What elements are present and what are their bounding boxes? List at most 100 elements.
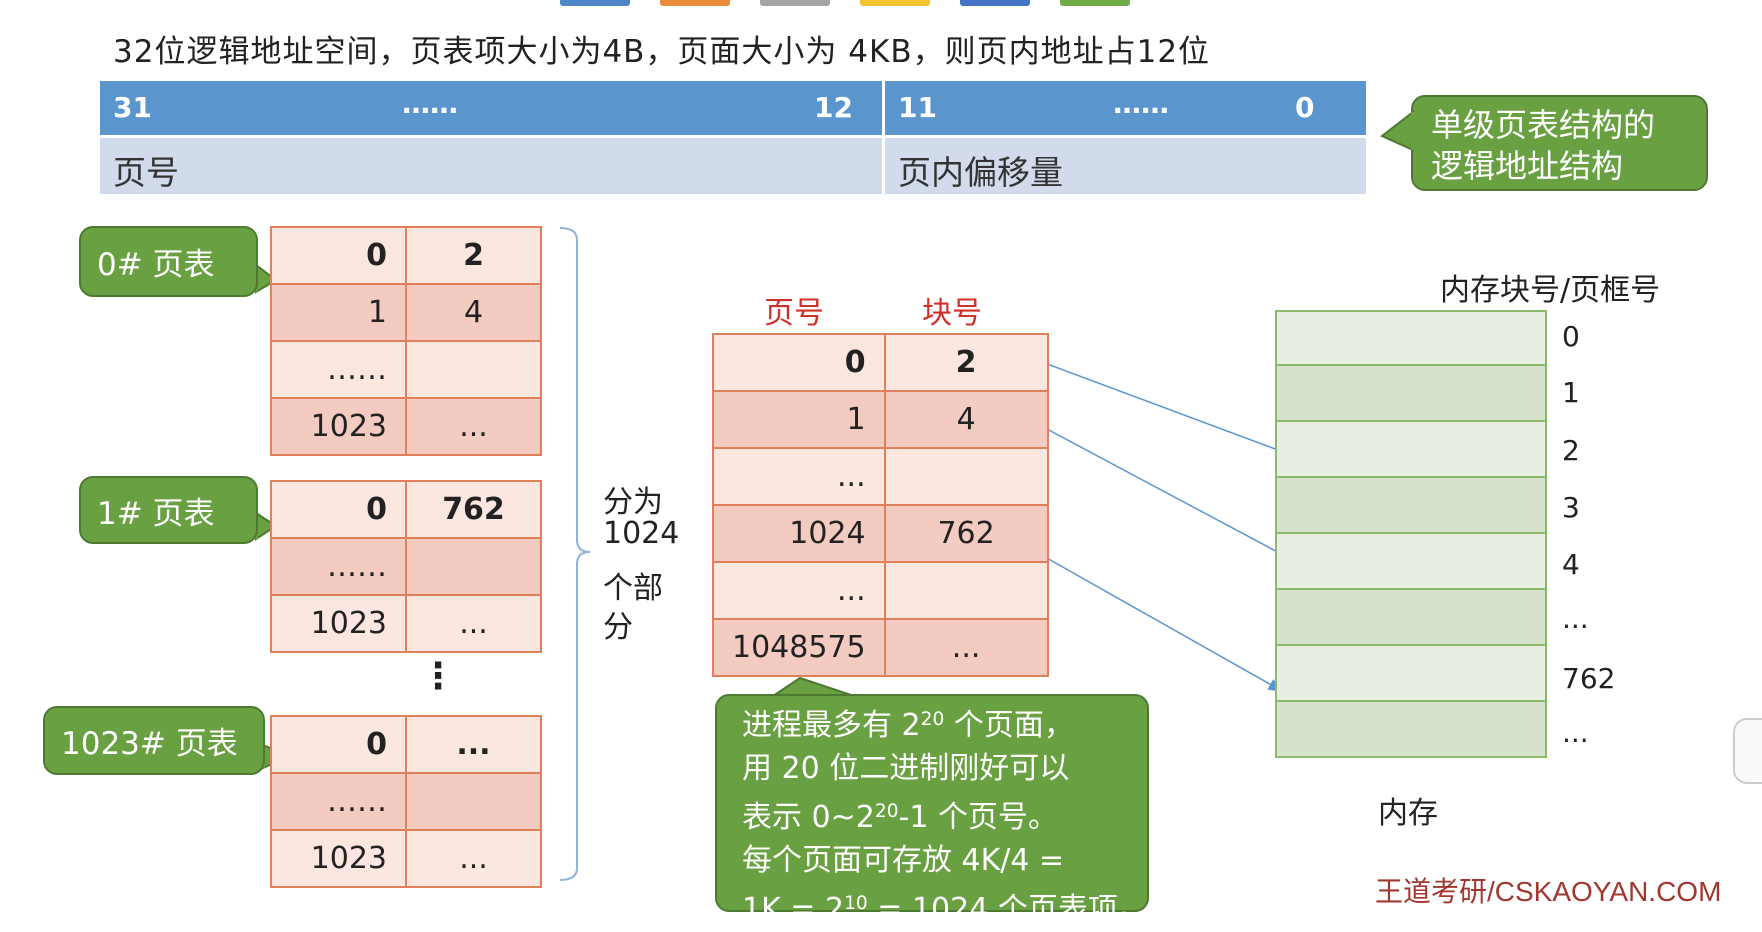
note-line-5: 1K = 210 = 1024 个页表项。 — [742, 892, 1148, 928]
bit-11: 11 — [898, 91, 937, 124]
arrow-page1-to-block4 — [1014, 411, 1302, 565]
structure-callout: 单级页表结构的 逻辑地址结构 — [1411, 95, 1708, 191]
pt1023-block: ... — [405, 829, 542, 888]
memory-block — [1275, 590, 1547, 646]
pt1-block: 762 — [405, 480, 542, 539]
main-block: 2 — [883, 333, 1049, 392]
arrow-page0-to-block2 — [1014, 351, 1304, 460]
top-strip-orange — [660, 0, 730, 6]
top-strip-green — [1060, 0, 1130, 6]
memory-index: ... — [1562, 602, 1589, 635]
pt1-block: ... — [405, 594, 542, 653]
arrow-page1024-to-block762 — [1014, 539, 1284, 692]
side-scroll-handle[interactable] — [1733, 718, 1762, 784]
bit-ellipsis: …… — [1113, 87, 1169, 120]
note-line-2: 用 20 位二进制刚好可以 — [742, 751, 1070, 787]
pt0-block: 2 — [405, 226, 542, 285]
top-strip-gray — [760, 0, 830, 6]
bit-ellipsis: …… — [402, 87, 458, 120]
memory-index: 0 — [1562, 320, 1580, 353]
pt1-page: 1023 — [270, 594, 407, 653]
split-line-3: 个部 — [603, 571, 663, 606]
memory-index: 3 — [1562, 491, 1580, 524]
bit-0: 0 — [1295, 91, 1315, 124]
split-line-4: 分 — [603, 610, 633, 645]
pt0-page: 0 — [270, 226, 407, 285]
main-block: 762 — [883, 504, 1049, 563]
top-strip-yellow — [860, 0, 930, 6]
memory-index: 762 — [1562, 662, 1616, 695]
main-page: ... — [712, 561, 886, 620]
callout-line-2: 逻辑地址结构 — [1431, 147, 1624, 185]
top-strip-blue — [560, 0, 630, 6]
pt1023-block — [405, 772, 542, 831]
vertical-ellipsis: ⋮ — [420, 656, 456, 697]
main-col-block-header: 块号 — [922, 296, 982, 331]
offset-bits: 11 …… 0 — [885, 81, 1366, 135]
callout-line-1: 单级页表结构的 — [1431, 106, 1656, 144]
pt0-page: 1 — [270, 283, 407, 342]
note-line-3: 表示 0~220-1 个页号。 — [742, 800, 1058, 836]
top-strip-blue2 — [960, 0, 1030, 6]
pt1023-label: 1023# 页表 — [61, 726, 238, 762]
pt1023-block: ... — [405, 715, 542, 774]
offset-field: 页内偏移量 — [885, 138, 1366, 194]
split-line-1: 分为 — [603, 485, 663, 520]
pt0-page: 1023 — [270, 397, 407, 456]
memory-index: ... — [1562, 716, 1589, 749]
pt1023-callout: 1023# 页表 — [43, 706, 265, 775]
pt1-label: 1# 页表 — [97, 496, 215, 532]
main-page: 1024 — [712, 504, 886, 563]
pt0-block: ... — [405, 397, 542, 456]
pt0-block: 4 — [405, 283, 542, 342]
main-block: ... — [883, 618, 1049, 677]
memory-blocks — [1275, 310, 1547, 758]
pt0-block — [405, 340, 542, 399]
slide-title: 32位逻辑地址空间，页表项大小为4B，页面大小为 4KB，则页内地址占12位 — [113, 34, 1211, 70]
pt1-page: 0 — [270, 480, 407, 539]
memory-index: 2 — [1562, 434, 1580, 467]
memory-block — [1275, 702, 1547, 758]
split-line-2: 1024 — [603, 516, 680, 551]
main-block — [883, 447, 1049, 506]
memory-index: 1 — [1562, 376, 1580, 409]
brace-icon — [559, 227, 591, 881]
main-block — [883, 561, 1049, 620]
memory-index: 4 — [1562, 548, 1580, 581]
pt1023-page: …… — [270, 772, 407, 831]
main-page: 1 — [712, 390, 886, 449]
memory-title: 内存块号/页框号 — [1440, 273, 1661, 308]
structure-callout-tail — [1380, 109, 1414, 152]
page-number-label: 页号 — [113, 153, 179, 192]
main-col-page-header: 页号 — [764, 296, 824, 331]
main-page: ... — [712, 447, 886, 506]
memory-block — [1275, 310, 1547, 366]
bit-12: 12 — [814, 91, 853, 124]
pt0-label: 0# 页表 — [97, 247, 215, 283]
memory-block — [1275, 534, 1547, 590]
note-line-4: 每个页面可存放 4K/4 = — [742, 843, 1065, 879]
main-page: 0 — [712, 333, 886, 392]
pt0-callout: 0# 页表 — [79, 226, 258, 297]
pt1023-page: 0 — [270, 715, 407, 774]
pt0-page: …… — [270, 340, 407, 399]
watermark: 王道考研/CSKAOYAN.COM — [1375, 876, 1722, 907]
bit-31: 31 — [113, 91, 152, 124]
main-page: 1048575 — [712, 618, 886, 677]
main-block: 4 — [883, 390, 1049, 449]
memory-label: 内存 — [1378, 796, 1438, 831]
pt1-block — [405, 537, 542, 596]
page-number-bits: 31 …… 12 — [100, 81, 882, 135]
offset-label: 页内偏移量 — [898, 153, 1063, 192]
memory-block — [1275, 646, 1547, 702]
note-line-1: 进程最多有 220 个页面， — [742, 708, 1074, 744]
page-count-note: 进程最多有 220 个页面， 用 20 位二进制刚好可以 表示 0~220-1 … — [715, 694, 1149, 928]
pt1023-page: 1023 — [270, 829, 407, 888]
page-table-1023: 0... …… 1023... — [270, 715, 542, 888]
pt1-callout: 1# 页表 — [79, 476, 258, 544]
memory-block — [1275, 366, 1547, 422]
memory-block — [1275, 478, 1547, 534]
